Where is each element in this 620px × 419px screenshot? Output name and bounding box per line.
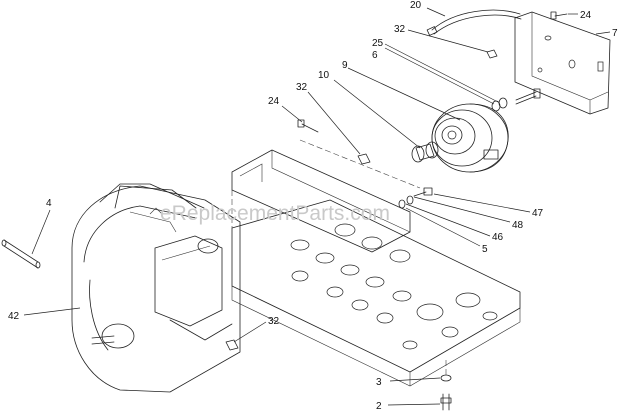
- callout-6: 6: [372, 50, 378, 61]
- mounting-plate: [231, 199, 521, 387]
- callout-47: 47: [532, 208, 544, 219]
- callout-9: 9: [342, 60, 348, 71]
- shaft-key: [1, 239, 41, 269]
- engine: [71, 183, 241, 393]
- callout-20: 20: [410, 0, 422, 11]
- callout-24-left: 24: [268, 96, 280, 107]
- callout-5: 5: [482, 244, 488, 255]
- electric-clutch: [431, 103, 509, 173]
- callout-32-bottom: 32: [268, 316, 280, 327]
- leader-lines: [23, 7, 611, 406]
- callout-10: 10: [318, 70, 330, 81]
- watermark-text: eReplacementParts.com: [160, 202, 390, 225]
- clutch-bracket: [514, 11, 611, 115]
- callout-32-top: 32: [394, 24, 406, 35]
- callout-4: 4: [46, 198, 52, 209]
- callout-3: 3: [376, 377, 382, 388]
- callout-32-middle: 32: [296, 82, 308, 93]
- callout-labels: 20 24 7 32 25 6 9 10 32 24 4 47 48 46 5 …: [8, 0, 618, 412]
- callout-25: 25: [372, 38, 384, 49]
- callout-48: 48: [512, 220, 524, 231]
- callout-24-top: 24: [580, 10, 592, 21]
- callout-7: 7: [612, 28, 618, 39]
- cable: [426, 9, 522, 36]
- callout-2: 2: [376, 401, 382, 412]
- callout-46: 46: [492, 232, 504, 243]
- engine-bracket: [231, 139, 421, 253]
- callout-42: 42: [8, 311, 20, 322]
